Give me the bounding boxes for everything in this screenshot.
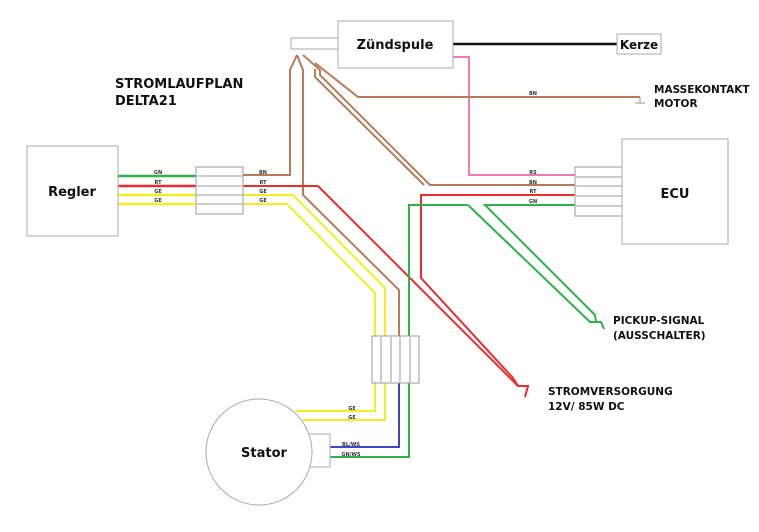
wire-bn-masse [314,62,640,98]
regler-connector [195,166,244,215]
wire-label: GN/WS [341,452,361,458]
note-strom-line1: STROMVERSORGUNG [548,386,673,398]
wire-label: RT [529,189,537,195]
wire-bn-stator-connector [296,54,400,336]
wire-ge2-stator [243,203,376,336]
regler-label: Regler [48,185,96,200]
ecu-box[interactable]: ECU [621,138,729,245]
regler-box[interactable]: Regler [26,145,119,237]
diagram-title-line2: DELTA21 [115,94,177,109]
wire-ge2-stator-coil [296,381,376,412]
wire-label: BL/WS [342,442,360,448]
wire-label: RT [259,180,267,186]
ecu-connector [574,166,624,217]
wire-bl-ws [330,381,400,448]
wire-bn-ecu [302,54,575,186]
wire-label: GE [348,406,356,412]
wire-gn-pickup-a [467,204,605,330]
wire-gn-ws [330,381,410,458]
wire-label: BN [259,170,267,176]
wire-label: RS [529,170,537,176]
diagram-title-line1: STROMLAUFPLAN [115,77,243,92]
wire-rs-zuendspule-ecu [453,56,575,176]
wire-label: GN [154,170,162,176]
wire-gn-pickup-b [482,204,597,323]
wire-label: GE [259,189,267,195]
wire-label: RT [154,180,162,186]
wire-label: BN [529,91,537,97]
stator[interactable]: Stator [205,398,331,506]
stator-label: Stator [241,446,287,461]
note-massekontakt-line2: MOTOR [654,98,698,110]
wire-ge1-stator-coil [303,381,386,421]
zuendspule-label: Zündspule [357,38,434,53]
wire-ge1-stator [243,194,386,336]
wire-label: GE [348,415,356,421]
note-pickup-line1: PICKUP-SIGNAL [613,315,705,327]
ecu-label: ECU [661,187,690,202]
wire-label: GE [154,189,162,195]
zuendspule-box[interactable]: Zündspule [337,20,454,69]
wire-label: GE [154,198,162,204]
note-pickup-line2: (AUSSCHALTER) [613,330,706,342]
wire-bn-regler [243,54,298,176]
kerze-box[interactable]: Kerze [616,33,662,55]
note-massekontakt-line1: MASSEKONTAKT [654,84,750,96]
wire-label: GE [259,198,267,204]
zuendspule-connector [290,37,342,50]
wire-gn-ecu-stator [408,204,468,336]
stator-wire-connector [371,335,420,384]
wire-bn-ecu-2 [314,69,425,186]
wire-label: GN [529,199,537,205]
kerze-label: Kerze [620,38,658,52]
note-strom-line2: 12V/ 85W DC [548,401,625,413]
wire-label: BN [529,180,537,186]
wire-rt-ecu [420,194,575,387]
